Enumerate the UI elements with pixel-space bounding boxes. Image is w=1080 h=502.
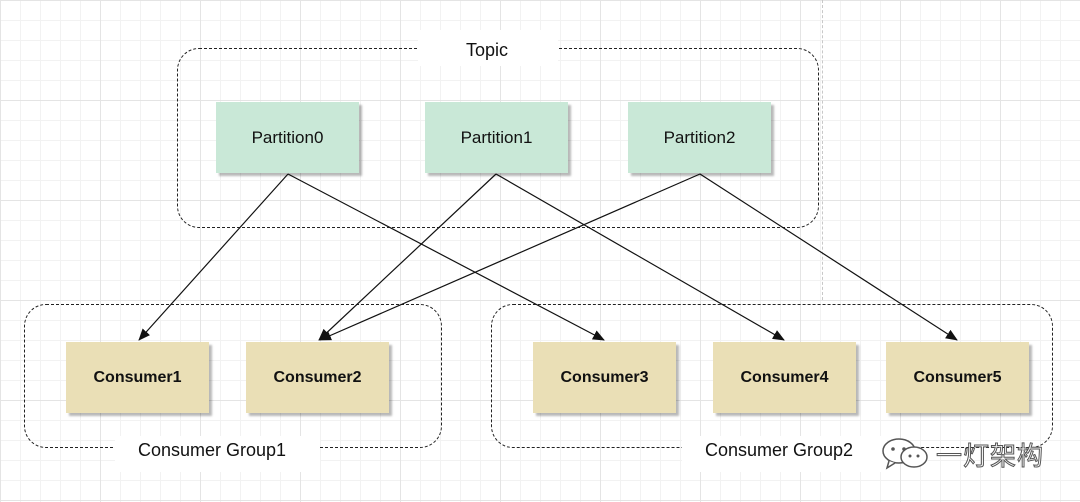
topic-label-gap [418, 30, 558, 66]
partition-1-node: Partition1 [425, 102, 568, 173]
consumer-5-node: Consumer5 [886, 342, 1029, 413]
consumer-3-node: Consumer3 [533, 342, 676, 413]
topic-label: Topic [466, 40, 509, 60]
consumer-group-2-label-gap [682, 436, 887, 472]
consumer-4-node: Consumer4 [713, 342, 856, 413]
watermark-text: 一灯架构 [935, 441, 1045, 472]
wechat-icon [882, 438, 928, 470]
consumer-group-2-label: Consumer Group2 [705, 440, 854, 460]
partition-0-node: Partition0 [216, 102, 359, 173]
consumer-2-node: Consumer2 [246, 342, 389, 413]
consumer-group-1-label-gap [115, 436, 320, 472]
watermark: 一灯架构 [880, 434, 1044, 474]
partition-2-node: Partition2 [628, 102, 771, 173]
consumer-group-1-label: Consumer Group1 [138, 440, 287, 460]
canvas-guide-line [822, 0, 823, 300]
consumer-1-node: Consumer1 [66, 342, 209, 413]
